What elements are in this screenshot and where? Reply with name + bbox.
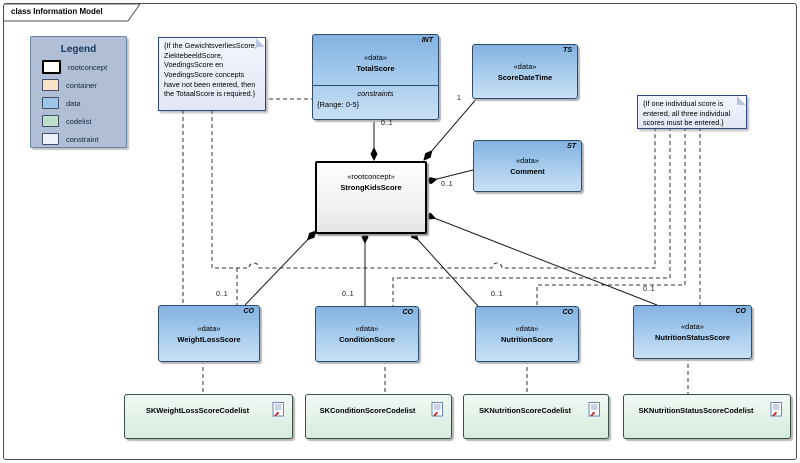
multiplicity-comment: 0..1 (441, 181, 453, 188)
codelist-sknutritionstatusscorecodelist[interactable]: SKNutritionStatusScoreCodelist (623, 394, 791, 439)
stereotype: «data» (515, 324, 539, 333)
stereotype: «data» (364, 53, 387, 62)
stereotype: «data» (197, 323, 221, 333)
constraint-note-individual-scores[interactable]: {If one individual score is entered, all… (637, 95, 747, 129)
constraint-note-totalscore[interactable]: {If the GewichtsverliesScore, Ziektebeel… (158, 37, 266, 111)
multiplicity-scoredatetime: 1 (457, 95, 461, 102)
notelink-rail-weightloss[interactable] (211, 110, 656, 269)
class-totalscore[interactable]: INT «data» TotalScore constraints {Range… (312, 34, 439, 120)
legend-item-container: container (42, 79, 126, 91)
multiplicity-nutritionstatusscore: 0..1 (643, 286, 655, 293)
class-conditionscore[interactable]: CO «data» ConditionScore (315, 306, 419, 362)
legend-item-rootconcept: rootconcept (42, 60, 126, 74)
codelist-sknutritionscorecodelist[interactable]: SKNutritionScoreCodelist (463, 394, 609, 439)
class-comment[interactable]: ST «data» Comment (473, 140, 582, 192)
type-tag: INT (421, 37, 433, 44)
stereotype: «rootconcept» (347, 172, 395, 181)
legend-item-constraint: constraint (42, 133, 126, 145)
data-swatch (42, 97, 59, 109)
container-swatch (42, 79, 59, 91)
codelist-skweightlossscorecodelist[interactable]: SKWeightLossScoreCodelist (124, 394, 293, 439)
class-name: NutritionStatusScore (654, 333, 730, 342)
type-tag: CO (735, 308, 747, 315)
class-scoredatetime[interactable]: TS «data» ScoreDateTime (472, 44, 578, 99)
class-strongkidsscore[interactable]: «rootconcept» StrongKidsScore (315, 161, 427, 234)
link-nutritionscore[interactable] (409, 230, 479, 307)
class-name: Comment (510, 167, 545, 176)
class-name: TotalScore (356, 64, 395, 73)
stereotype: «data» (681, 322, 704, 331)
type-tag: CO (562, 309, 574, 316)
class-name: ScoreDateTime (497, 72, 553, 82)
link-comment[interactable] (424, 169, 474, 184)
frame-tab (4, 3, 141, 22)
diagram-frame (3, 3, 797, 460)
codelist-document-icon (588, 402, 600, 417)
notelink-right-to-nutritionscore[interactable] (536, 127, 686, 306)
link-weightlossscore[interactable] (244, 230, 317, 306)
class-nutritionscore[interactable]: CO «data» NutritionScore (475, 306, 579, 362)
codelist-document-icon (770, 402, 782, 417)
class-nutritionstatusscore[interactable]: CO «data» NutritionStatusScore (633, 305, 752, 359)
link-nutritionstatusscore[interactable] (423, 212, 658, 306)
type-tag: TS (563, 47, 572, 54)
multiplicity-conditionscore: 0..1 (342, 291, 354, 298)
class-name: StrongKidsScore (340, 183, 402, 192)
link-scoredatetime[interactable] (423, 96, 479, 161)
class-name: ConditionScore (339, 335, 395, 344)
class-weightlossscore[interactable]: CO «data» WeightLossScore (158, 305, 260, 362)
constraints-compartment: constraints {Range: 0-5} (313, 85, 438, 111)
legend-title: Legend (60, 44, 97, 55)
notelink-right-to-conditionscore[interactable] (392, 127, 671, 306)
class-name: NutritionScore (500, 335, 554, 344)
constraint-swatch (42, 133, 59, 145)
class-name: WeightLossScore (177, 334, 241, 344)
multiplicity-nutritionscore: 0..1 (491, 291, 503, 298)
type-tag: ST (567, 143, 576, 150)
stereotype: «data» (513, 61, 537, 71)
legend[interactable]: Legend rootconcept container data codeli… (30, 36, 127, 148)
rootconcept-swatch (42, 60, 61, 74)
legend-item-codelist: codelist (42, 115, 126, 127)
codelist-skconditionscorecodelist[interactable]: SKConditionScoreCodelist (305, 394, 452, 439)
codelist-document-icon (272, 402, 284, 417)
multiplicity-totalscore: 0..1 (381, 120, 393, 127)
type-tag: CO (243, 308, 255, 315)
codelist-swatch (42, 115, 59, 127)
stereotype: «data» (516, 156, 539, 165)
stereotype: «data» (355, 324, 379, 333)
type-tag: CO (402, 309, 414, 316)
legend-item-data: data (42, 97, 126, 109)
multiplicity-weightlossscore: 0..1 (216, 291, 228, 298)
frame-title: class Information Model (11, 7, 103, 16)
codelist-document-icon (431, 402, 443, 417)
